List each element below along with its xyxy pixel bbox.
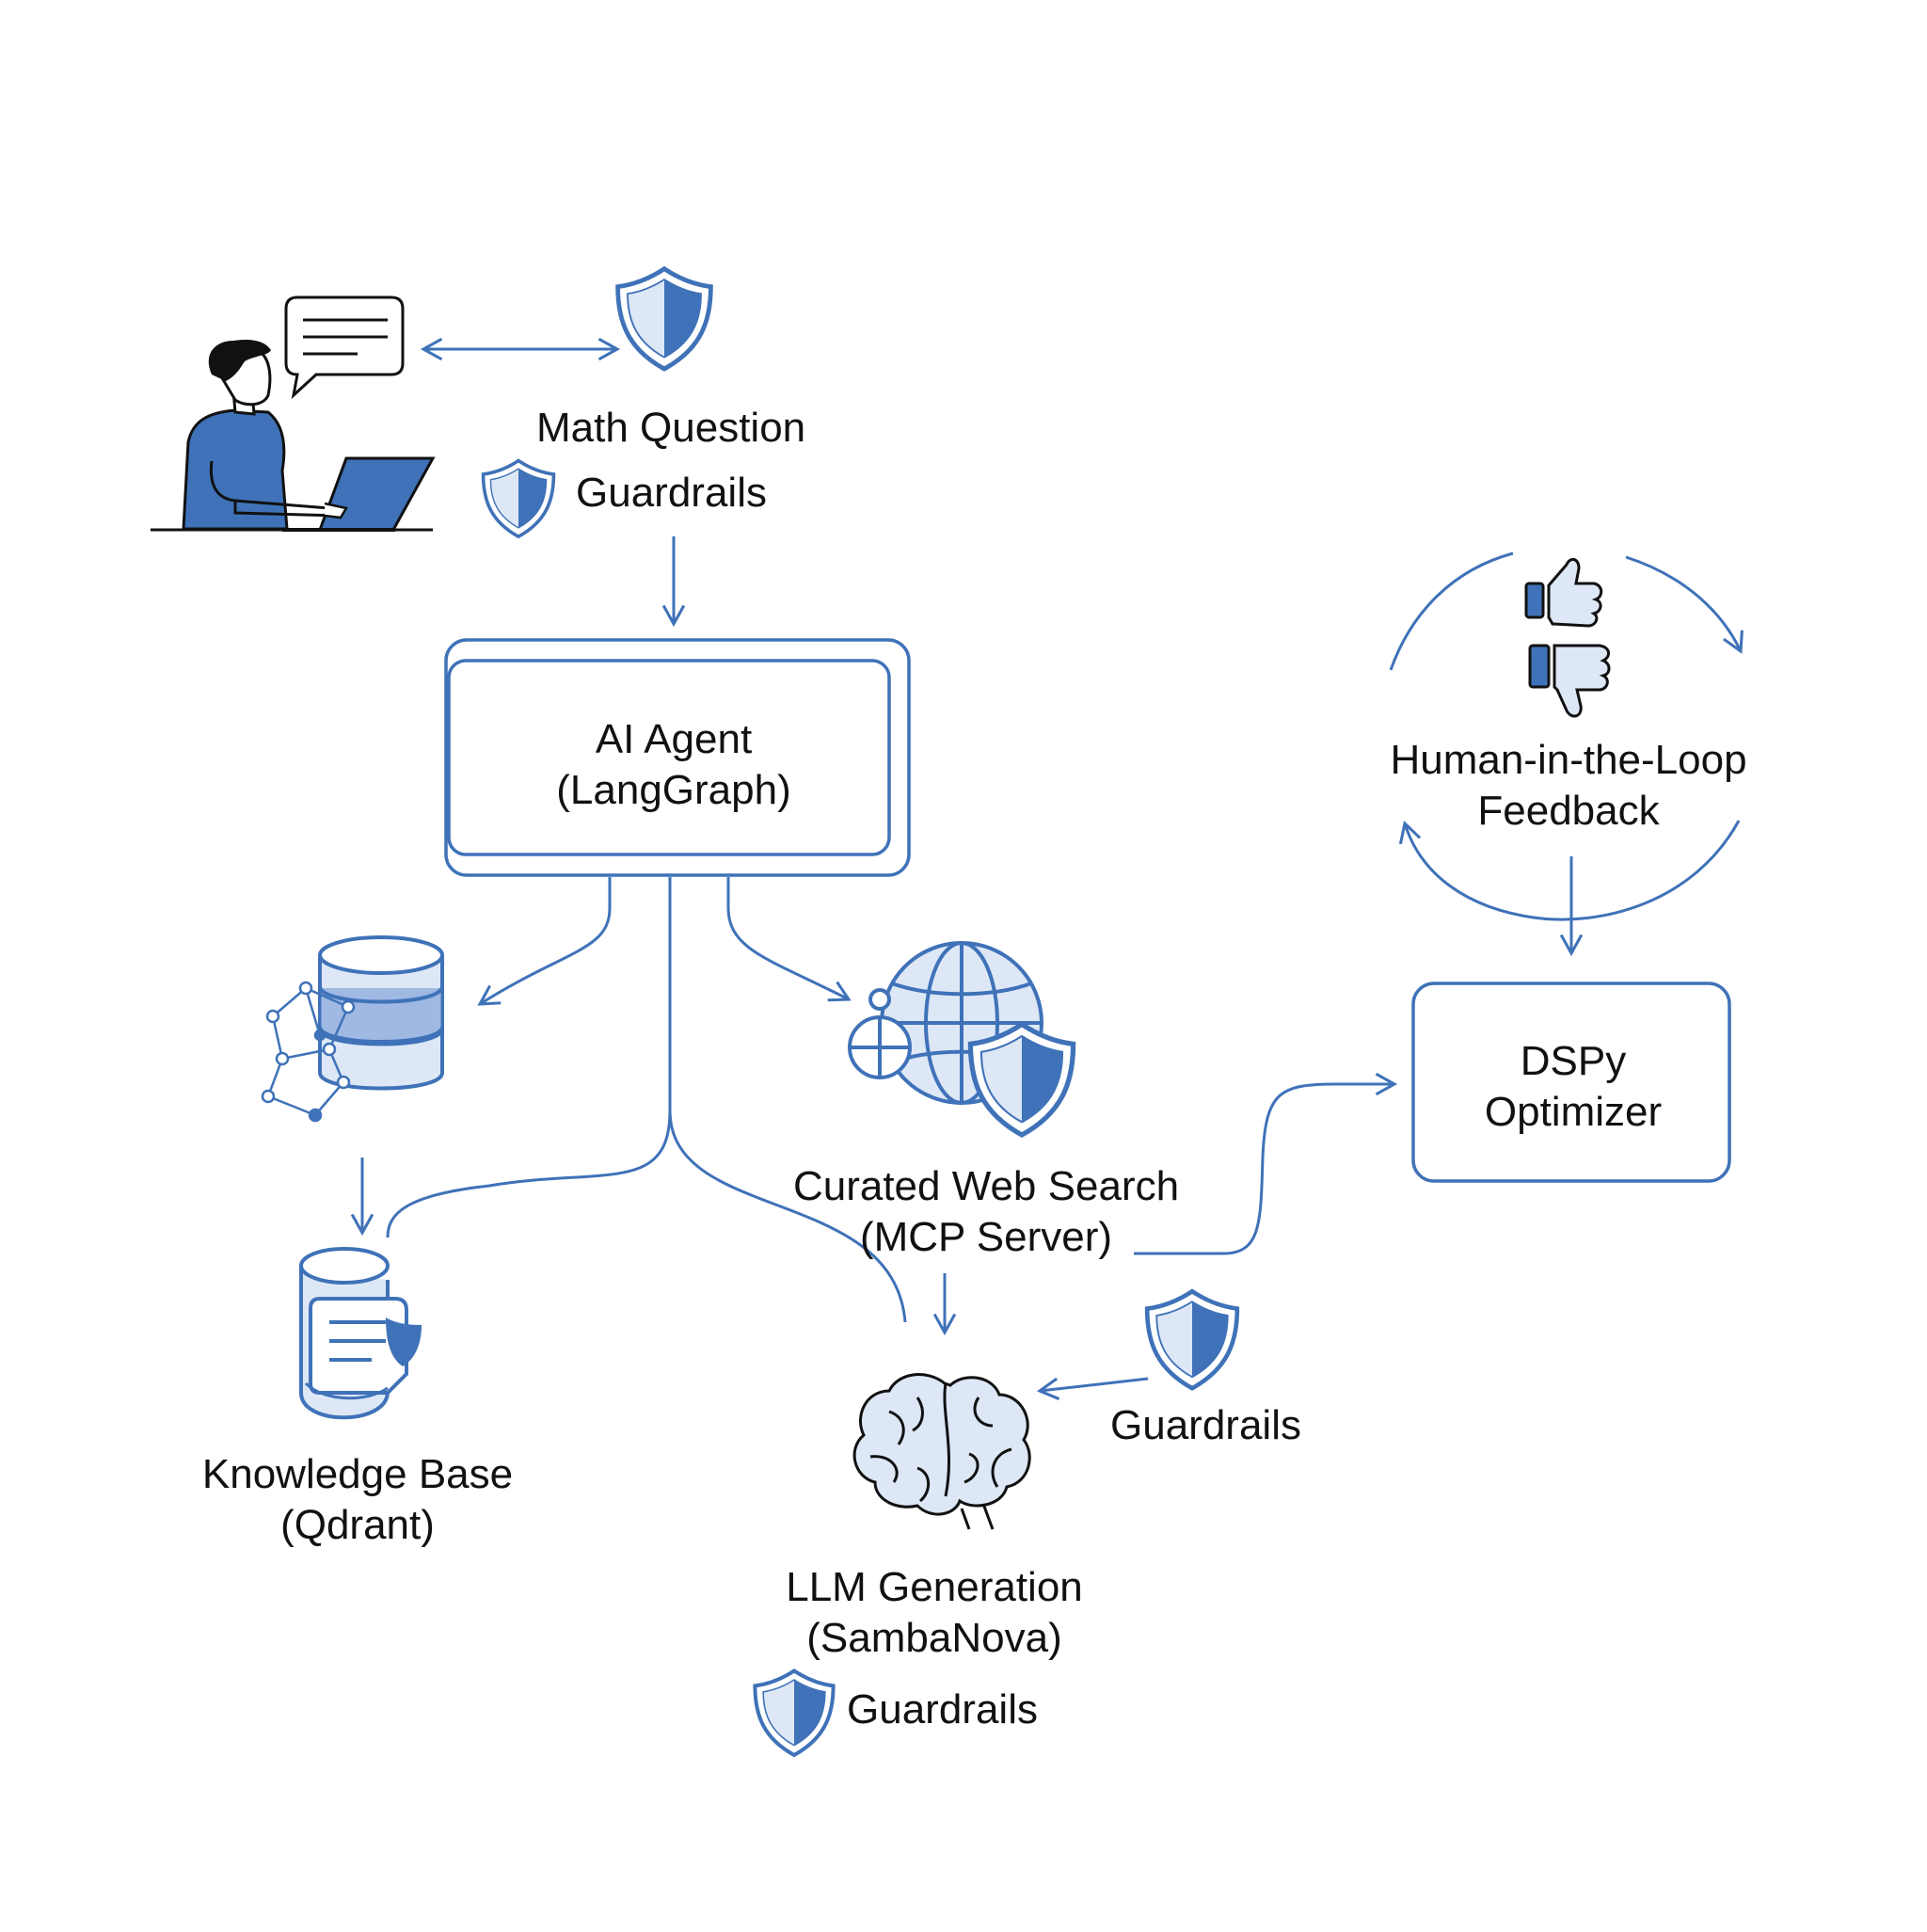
crosshair-icon <box>848 988 912 1079</box>
optimizer-title: DSPy Optimizer <box>1485 1036 1662 1138</box>
shield-icon <box>755 1670 833 1755</box>
knowledge-base-name: Knowledge Base <box>201 1451 514 1497</box>
web-search-title: Curated Web Search (MCP Server) <box>793 1161 1179 1263</box>
agent-to-kb-arrow <box>477 877 612 1006</box>
thumbs-up-icon <box>1524 558 1603 628</box>
agent-to-web-arrow <box>726 877 852 1002</box>
thumbs-down-icon <box>1528 644 1611 718</box>
brain-icon <box>852 1373 1031 1530</box>
agent-to-llm-line <box>668 877 907 1323</box>
web-to-optimizer-arrow <box>1134 1072 1398 1255</box>
database-icon <box>318 935 444 1091</box>
feedback-loop-arc-top <box>1389 551 1514 671</box>
web-search-server: (MCP Server) <box>859 1214 1113 1260</box>
shield-icon <box>970 1024 1073 1135</box>
optimizer-type: Optimizer <box>1484 1089 1663 1135</box>
feedback-name: Human-in-the-Loop <box>1390 737 1747 783</box>
shield-icon <box>481 458 556 539</box>
feedback-loop-arc-bottom <box>1398 820 1741 921</box>
document-cylinder-icon <box>299 1247 422 1420</box>
network-graph-icon <box>261 981 356 1123</box>
llm-generation-name: LLM Generation <box>786 1564 1083 1610</box>
math-question-label: Math Question <box>536 405 806 451</box>
knowledge-base-title: Knowledge Base (Qdrant) <box>202 1449 513 1551</box>
agent-to-docs-line <box>386 1110 672 1238</box>
shield-icon <box>618 269 711 369</box>
ai-agent-title: AI Agent (LangGraph) <box>556 714 790 816</box>
input-guardrails-label: Guardrails <box>576 470 767 516</box>
ai-agent-framework: (LangGraph) <box>556 767 791 813</box>
chat-bubble-icon <box>284 295 405 400</box>
ai-agent-box <box>444 638 911 877</box>
output-guardrails-label: Guardrails <box>847 1686 1038 1732</box>
optimizer-name: DSPy <box>1520 1038 1627 1084</box>
llm-input-guardrails-label: Guardrails <box>1110 1402 1301 1448</box>
feedback-type: Feedback <box>1477 788 1660 834</box>
feedback-loop-arc-right <box>1625 555 1744 654</box>
web-search-name: Curated Web Search <box>792 1163 1180 1209</box>
ai-agent-name: AI Agent <box>595 716 753 762</box>
knowledge-base-engine: (Qdrant) <box>280 1502 435 1548</box>
user-at-laptop-icon <box>151 340 436 532</box>
llm-generation-title: LLM Generation (SambaNova) <box>786 1562 1083 1664</box>
guardrails-to-llm-arrow <box>1036 1377 1149 1400</box>
dspy-optimizer-box <box>1411 982 1731 1183</box>
shield-icon <box>1147 1291 1237 1388</box>
feedback-title: Human-in-the-Loop Feedback <box>1390 735 1746 837</box>
llm-generation-provider: (SambaNova) <box>806 1615 1062 1661</box>
